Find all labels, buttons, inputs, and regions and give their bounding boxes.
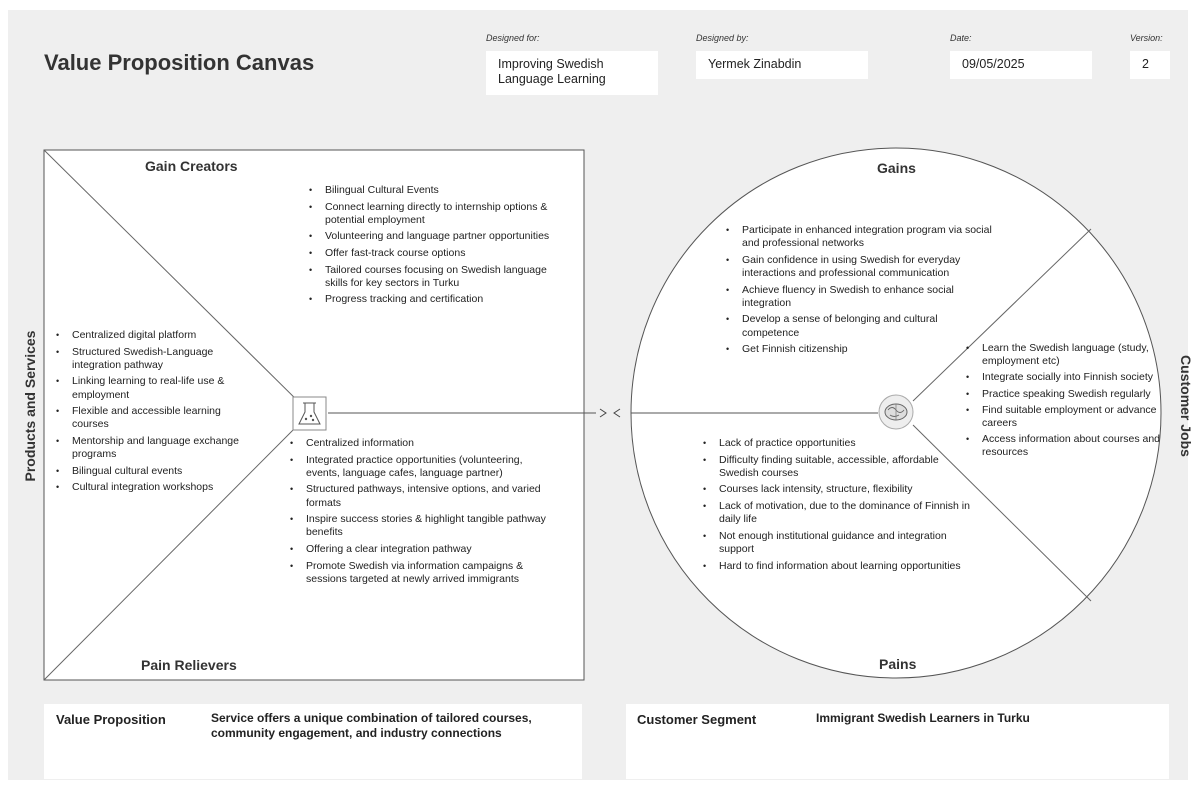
list-item: Mentorship and language exchange program…: [52, 435, 247, 461]
products-services-list: Centralized digital platform Structured …: [52, 329, 247, 498]
list-item: Practice speaking Swedish regularly: [962, 388, 1162, 401]
customer-jobs-label: Customer Jobs: [1178, 355, 1194, 457]
list-item: Lack of motivation, due to the dominance…: [699, 500, 977, 526]
list-item: Lack of practice opportunities: [699, 437, 977, 450]
list-item: Access information about courses and res…: [962, 433, 1162, 459]
list-item: Promote Swedish via information campaign…: [286, 560, 551, 586]
designed-by-field[interactable]: Yermek Zinabdin: [696, 51, 868, 79]
flask-icon: [292, 396, 327, 431]
designed-by-label: Designed by:: [696, 33, 749, 43]
pain-relievers-list: Centralized information Integrated pract…: [286, 437, 551, 589]
value-proposition-text[interactable]: Service offers a unique combination of t…: [211, 711, 532, 740]
brain-icon: [878, 394, 914, 430]
list-item: Offering a clear integration pathway: [286, 543, 551, 556]
gain-creators-title: Gain Creators: [145, 158, 238, 174]
list-item: Find suitable employment or advance care…: [962, 404, 1162, 430]
products-and-services-label: Products and Services: [22, 330, 38, 482]
designed-for-label: Designed for:: [486, 33, 540, 43]
version-field[interactable]: 2: [1130, 51, 1170, 79]
list-item: Connect learning directly to internship …: [305, 201, 560, 227]
gains-title: Gains: [877, 160, 916, 176]
list-item: Not enough institutional guidance and in…: [699, 530, 977, 556]
pain-relievers-title: Pain Relievers: [141, 657, 237, 673]
list-item: Achieve fluency in Swedish to enhance so…: [722, 284, 994, 310]
list-item: Participate in enhanced integration prog…: [722, 224, 994, 250]
date-field[interactable]: 09/05/2025: [950, 51, 1092, 79]
list-item: Courses lack intensity, structure, flexi…: [699, 483, 977, 496]
list-item: Bilingual cultural events: [52, 465, 247, 478]
list-item: Develop a sense of belonging and cultura…: [722, 313, 994, 339]
list-item: Centralized digital platform: [52, 329, 247, 342]
list-item: Volunteering and language partner opport…: [305, 230, 560, 243]
pains-title: Pains: [879, 656, 917, 672]
list-item: Structured pathways, intensive options, …: [286, 483, 551, 509]
value-proposition-box: [44, 704, 582, 779]
value-proposition-label: Value Proposition: [56, 712, 166, 727]
list-item: Offer fast-track course options: [305, 247, 560, 260]
page-title: Value Proposition Canvas: [44, 50, 315, 75]
list-item: Integrate socially into Finnish society: [962, 371, 1162, 384]
pain-relievers-divider: [43, 412, 311, 681]
customer-jobs-list: Learn the Swedish language (study, emplo…: [962, 342, 1162, 463]
list-item: Difficulty finding suitable, accessible,…: [699, 454, 977, 480]
customer-segment-text[interactable]: Immigrant Swedish Learners in Turku: [816, 711, 1030, 725]
date-label: Date:: [950, 33, 972, 43]
designed-for-field[interactable]: Improving Swedish Language Learning: [486, 51, 658, 95]
list-item: Structured Swedish-Language integration …: [52, 346, 247, 372]
list-item: Learn the Swedish language (study, emplo…: [962, 342, 1162, 368]
gains-divider: [912, 228, 1092, 402]
customer-segment-label: Customer Segment: [637, 712, 757, 727]
list-item: Linking learning to real-life use & empl…: [52, 375, 247, 401]
list-item: Inspire success stories & highlight tang…: [286, 513, 551, 539]
list-item: Get Finnish citizenship: [722, 343, 994, 356]
list-item: Bilingual Cultural Events: [305, 184, 560, 197]
list-item: Centralized information: [286, 437, 551, 450]
list-item: Tailored courses focusing on Swedish lan…: [305, 264, 560, 290]
pains-list: Lack of practice opportunities Difficult…: [699, 437, 977, 576]
list-item: Progress tracking and certification: [305, 293, 560, 306]
list-item: Gain confidence in using Swedish for eve…: [722, 254, 994, 280]
gains-list: Participate in enhanced integration prog…: [722, 224, 994, 360]
customer-segment-box: [626, 704, 1169, 779]
gain-creators-divider: [43, 149, 311, 414]
list-item: Flexible and accessible learning courses: [52, 405, 247, 431]
list-item: Cultural integration workshops: [52, 481, 247, 494]
gain-creators-list: Bilingual Cultural Events Connect learni…: [305, 184, 560, 310]
version-label: Version:: [1130, 33, 1163, 43]
list-item: Integrated practice opportunities (volun…: [286, 454, 551, 480]
fit-arrows-icon: [599, 408, 621, 418]
list-item: Hard to find information about learning …: [699, 560, 977, 573]
